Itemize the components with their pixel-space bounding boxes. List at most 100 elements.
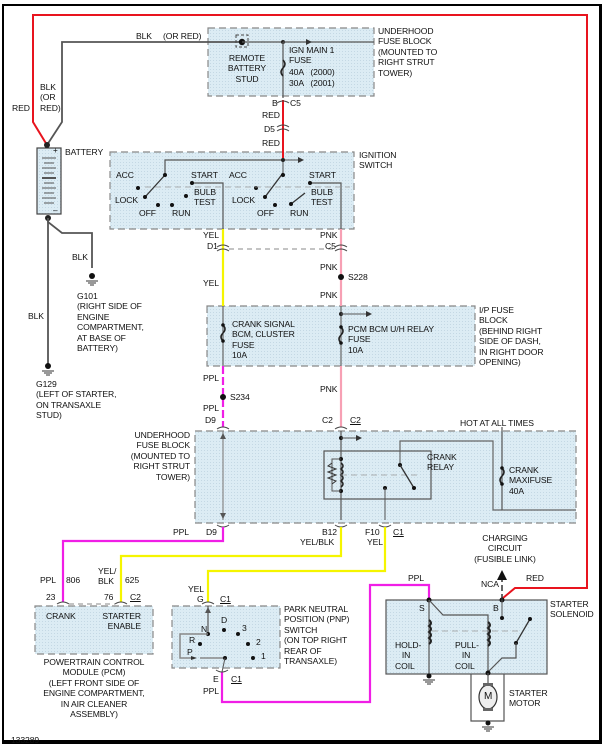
ground-starter-motor <box>482 720 494 732</box>
pnp-pos-p: P <box>187 647 193 657</box>
pnp-pos-n: N <box>201 624 208 634</box>
ign-right-lock: LOCK <box>232 195 256 205</box>
pnp-pos-2: 2 <box>256 637 261 647</box>
motor-m-label: M <box>484 691 493 702</box>
wire-label-pcm-ppl: PPL <box>40 575 56 585</box>
ign-right-start: START <box>309 170 336 180</box>
ign-left-acc: ACC <box>116 170 134 180</box>
splice-s228 <box>338 274 344 280</box>
pcm-bcm-relay-fuse-label: PCM BCM U/H RELAY FUSE 10A <box>348 324 434 355</box>
splice-s228-label: S228 <box>348 272 368 282</box>
wire-label-yel-blk: YEL/BLK <box>300 537 335 547</box>
connector-pcm-pin-23: 23 <box>46 592 56 602</box>
wire-label-pnk-top: PNK <box>320 230 338 240</box>
connector-d9-bottom: D9 <box>206 527 217 537</box>
pcm-box <box>34 605 154 655</box>
underhood-fuse-block-mid-title: UNDERHOOD FUSE BLOCK (MOUNTED TO RIGHT S… <box>130 430 190 482</box>
wire-yel-to-pnp <box>206 527 387 602</box>
wire-label-ppl-2: PPL <box>203 403 219 413</box>
connector-pcm-pin-76: 76 <box>104 592 114 602</box>
solenoid-terminal-b: B <box>493 603 499 613</box>
connector-pnp-g: G <box>197 594 204 604</box>
connector-c5-pin-b: B <box>272 98 278 108</box>
wire-label-blk-g101: BLK <box>72 252 88 262</box>
wire-label-pnk-mid-1: PNK <box>320 262 338 272</box>
ign-left-lock: LOCK <box>115 195 139 205</box>
ground-hold-in-coil <box>423 673 435 685</box>
connector-pcm-c2: C2 <box>130 592 141 602</box>
wire-red-battery-to-solenoid <box>32 14 588 599</box>
wire-label-nca: NCA <box>481 579 499 589</box>
pnp-switch-title: PARK NEUTRAL POSITION (PNP) SWITCH (ON T… <box>284 604 350 667</box>
underhood-fuse-block-top-box <box>207 27 375 97</box>
ign-main-fuse-rating-2000: 40A (2000) <box>289 67 335 77</box>
battery-symbol <box>36 147 62 215</box>
connector-f10: F10 <box>365 527 380 537</box>
diagram-frame <box>2 4 602 744</box>
wire-label-pcm-806: 806 <box>66 575 81 585</box>
remote-battery-stud-label: REMOTE BATTERY STUD <box>227 53 267 84</box>
connector-pnp-c1-top: C1 <box>220 594 231 604</box>
splice-s234 <box>220 394 226 400</box>
solenoid-terminal-s: S <box>419 603 425 613</box>
wire-label-blk-or-red: BLK (OR RED) <box>40 82 61 113</box>
ign-right-bulb-test: BULB TEST <box>311 187 334 208</box>
hot-at-all-times-label: HOT AT ALL TIMES <box>460 418 534 428</box>
crank-maxifuse-label: CRANK MAXIFUSE 40A <box>509 465 553 496</box>
ground-g101-symbol <box>86 273 98 286</box>
ground-g129-label: G129 (LEFT OF STARTER, ON TRANSAXLE STUD… <box>36 379 117 421</box>
wire-label-pnp-ppl: PPL <box>203 686 219 696</box>
ign-left-run: RUN <box>172 208 191 218</box>
wire-label-pnk-low: PNK <box>320 384 338 394</box>
wire-label-blk: BLK <box>136 31 152 41</box>
wire-label-ppl-1: PPL <box>203 373 219 383</box>
wire-ppl-pnp-to-solenoid <box>220 583 431 704</box>
pcm-crank-label: CRANK <box>46 611 76 621</box>
wire-blk-battery-to-stud <box>46 41 242 146</box>
ip-fuse-block-title: I/P FUSE BLOCK (BEHIND RIGHT SIDE OF DAS… <box>479 305 544 368</box>
wire-label-yel-top: YEL <box>203 230 219 240</box>
ign-main-fuse-label: IGN MAIN 1 FUSE <box>289 45 335 66</box>
wire-label-yel-f10: YEL <box>367 537 383 547</box>
battery-label: BATTERY <box>65 147 104 157</box>
wire-label-ppl-d9: PPL <box>173 527 189 537</box>
pnp-pos-3: 3 <box>242 623 247 633</box>
starter-solenoid-title: STARTER SOLENOID <box>550 599 594 620</box>
ign-right-off: OFF <box>257 208 274 218</box>
connector-c1-fuse: C1 <box>393 527 404 537</box>
ign-right-acc: ACC <box>229 170 247 180</box>
ign-main-fuse-rating-2001: 30A (2001) <box>289 78 335 88</box>
crank-relay-box <box>323 450 432 500</box>
wire-label-pnp-yel: YEL <box>188 584 204 594</box>
pnp-pos-r: R <box>189 635 196 645</box>
battery-minus-terminal: – <box>53 206 58 215</box>
pull-in-coil-label: PULL- IN COIL <box>455 640 479 671</box>
connector-c5-top: C5 <box>290 98 301 108</box>
wire-label-or-red: (OR RED) <box>163 31 202 41</box>
wire-label-blk-g129: BLK <box>28 311 44 321</box>
pnp-pos-1: 1 <box>261 651 266 661</box>
crank-signal-fuse-label: CRANK SIGNAL BCM, CLUSTER FUSE 10A <box>232 319 295 361</box>
connector-d1: D1 <box>207 241 218 251</box>
connector-c5-mid: C5 <box>325 241 336 251</box>
splice-s234-label: S234 <box>230 392 250 402</box>
starter-motor-title: STARTER MOTOR <box>509 688 548 709</box>
pnp-pos-d: D <box>221 615 228 625</box>
ign-right-run: RUN <box>290 208 309 218</box>
connector-c2-left: C2 <box>322 415 333 425</box>
wire-label-solenoid-red: RED <box>526 573 544 583</box>
ground-g129-symbol <box>42 363 54 376</box>
wire-label-pcm-yelblk: YEL/ BLK <box>98 566 117 587</box>
wire-label-red-1: RED <box>262 110 280 120</box>
connector-pnp-e: E <box>213 674 219 684</box>
wire-label-red-2: RED <box>262 138 280 148</box>
connector-d9-top: D9 <box>205 415 216 425</box>
connector-d5: D5 <box>264 124 275 134</box>
wire-label-yel-mid: YEL <box>203 278 219 288</box>
figure-id: 133289 <box>11 735 40 745</box>
pcm-title: POWERTRAIN CONTROL MODULE (PCM) (LEFT FR… <box>43 657 145 720</box>
underhood-fuse-block-top-title: UNDERHOOD FUSE BLOCK (MOUNTED TO RIGHT S… <box>378 26 438 78</box>
ign-left-off: OFF <box>139 208 156 218</box>
wire-label-pcm-625: 625 <box>125 575 140 585</box>
